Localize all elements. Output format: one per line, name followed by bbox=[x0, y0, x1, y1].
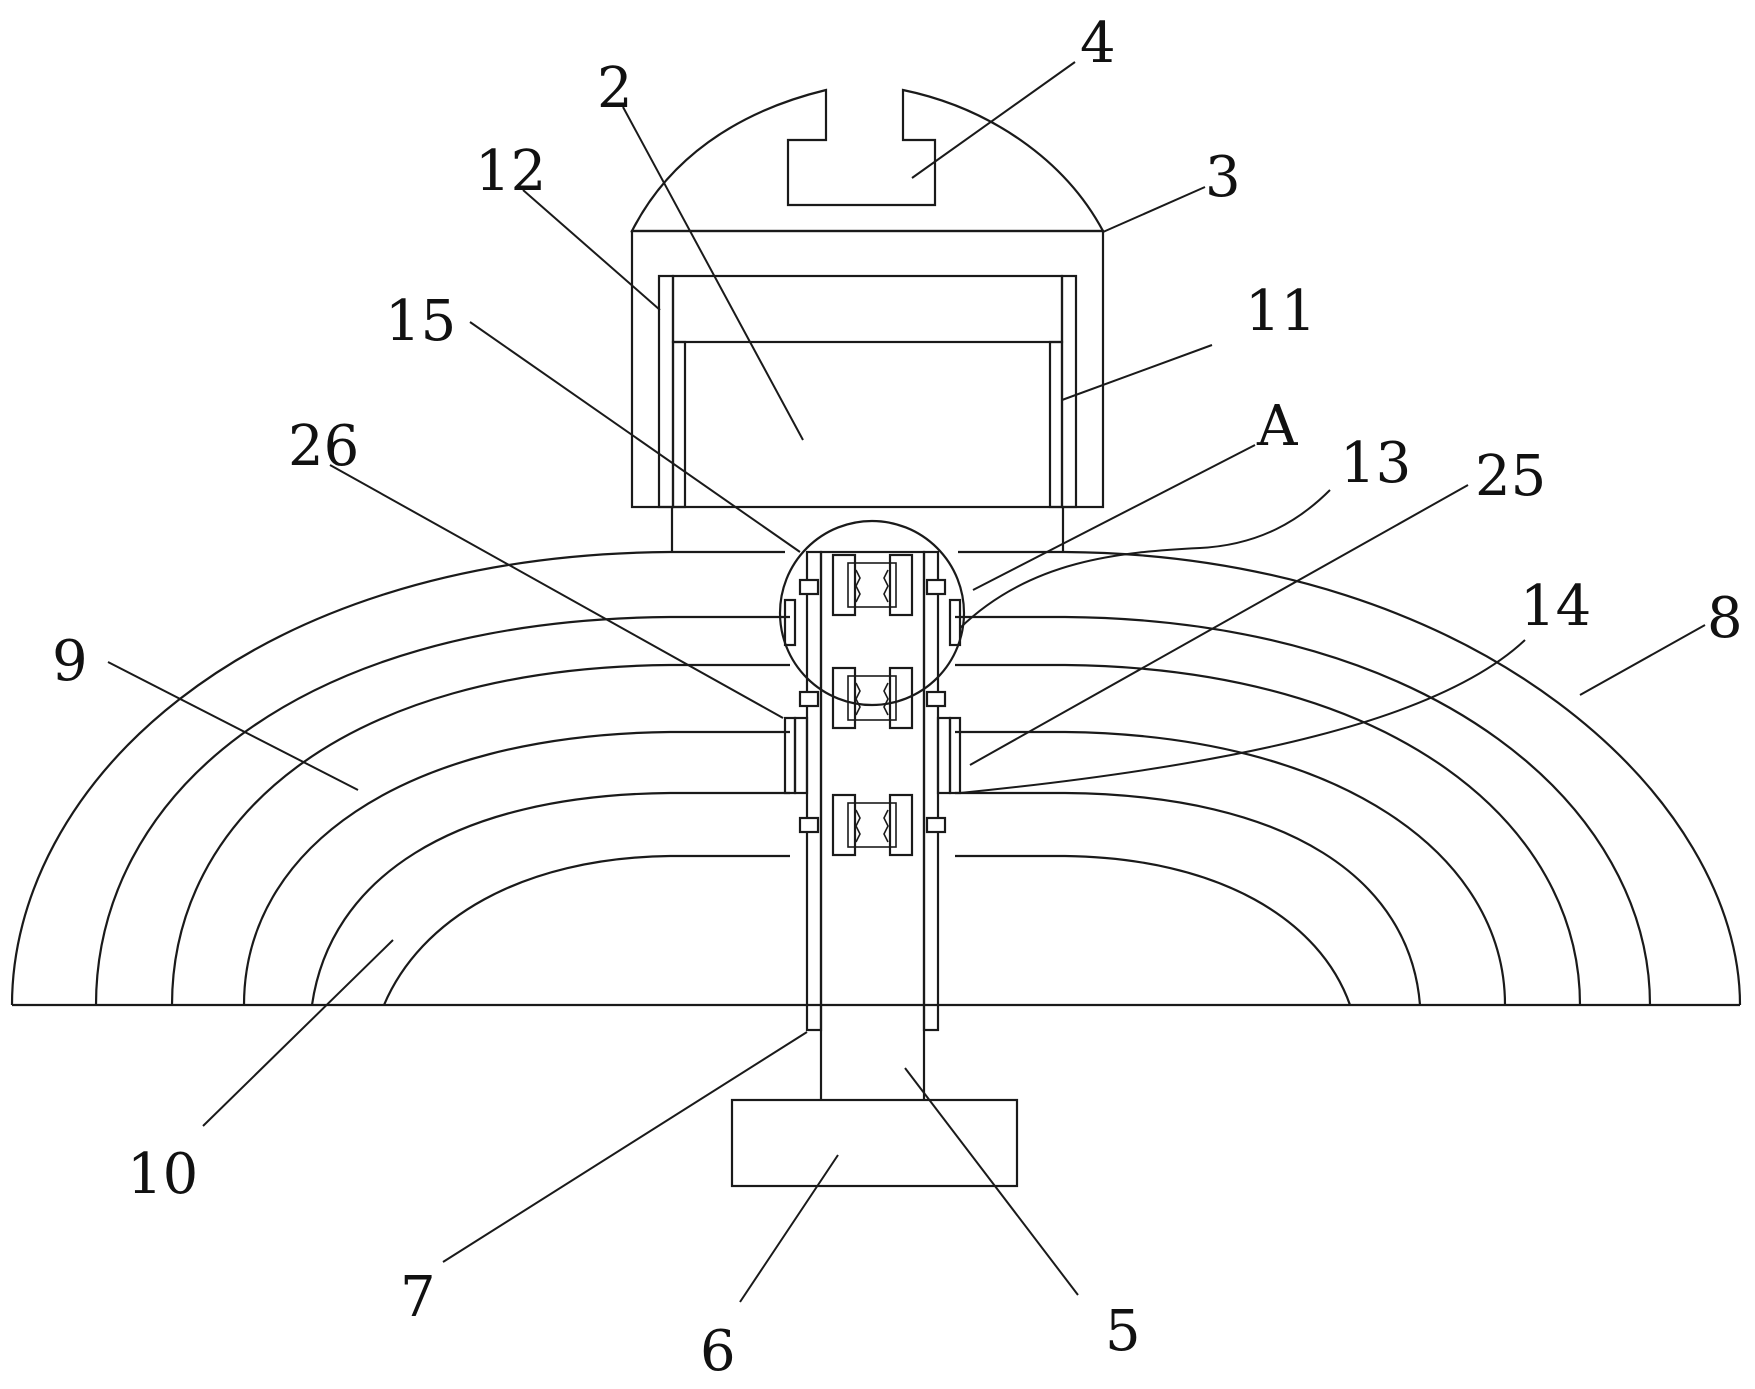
central-rod bbox=[732, 552, 1017, 1186]
shed-ring-3-left bbox=[172, 665, 670, 1005]
rod-sleeve-right bbox=[924, 552, 938, 1030]
leader-14 bbox=[960, 640, 1525, 793]
inner-liner-left bbox=[673, 342, 685, 507]
shed-ring-6-right bbox=[1065, 856, 1350, 1005]
label-13: 13 bbox=[1340, 431, 1411, 496]
bracket-right-2 bbox=[950, 718, 960, 793]
leader-25 bbox=[970, 485, 1468, 765]
rod-sleeve-left bbox=[807, 552, 821, 1030]
cap-dome bbox=[632, 90, 1103, 231]
bracket-left-1 bbox=[785, 600, 795, 645]
shed-ring-6-left bbox=[384, 856, 670, 1005]
shed-ring-5-left bbox=[312, 793, 670, 1005]
label-2: 2 bbox=[597, 56, 633, 121]
label-12: 12 bbox=[475, 139, 546, 204]
side-liner-right bbox=[1062, 276, 1076, 507]
label-14: 14 bbox=[1520, 574, 1591, 639]
leader-9 bbox=[108, 662, 358, 790]
label-11: 11 bbox=[1245, 279, 1316, 344]
bracket-right-1 bbox=[950, 600, 960, 645]
leader-12 bbox=[523, 190, 660, 310]
cap bbox=[632, 90, 1103, 552]
leader-4 bbox=[912, 62, 1075, 178]
label-a: A bbox=[1256, 394, 1298, 459]
inner-liner-right bbox=[1050, 342, 1062, 507]
label-26: 26 bbox=[288, 414, 359, 479]
side-liner-left bbox=[659, 276, 673, 507]
shed-outer-edge bbox=[12, 552, 670, 1005]
leader-11 bbox=[1062, 345, 1212, 400]
label-5: 5 bbox=[1105, 1299, 1141, 1364]
leader-15 bbox=[470, 322, 800, 552]
shed-ring-2-left bbox=[96, 617, 670, 1005]
shed-ring-5-right bbox=[1065, 793, 1420, 1005]
bracket-left-2 bbox=[785, 718, 795, 793]
label-7: 7 bbox=[400, 1265, 436, 1330]
label-9: 9 bbox=[52, 629, 88, 694]
leader-10 bbox=[203, 940, 393, 1126]
leader-26 bbox=[330, 465, 783, 718]
leader-13 bbox=[960, 490, 1330, 628]
label-25: 25 bbox=[1475, 444, 1546, 509]
shed-assembly bbox=[12, 552, 1740, 1005]
label-8: 8 bbox=[1707, 586, 1743, 651]
label-15: 15 bbox=[385, 289, 456, 354]
leader-a bbox=[973, 445, 1255, 590]
label-3: 3 bbox=[1205, 145, 1241, 210]
leader-2 bbox=[623, 107, 803, 440]
label-10: 10 bbox=[127, 1142, 198, 1207]
base-block bbox=[732, 1100, 1017, 1186]
cap-body bbox=[632, 231, 1103, 507]
label-4: 4 bbox=[1080, 11, 1116, 76]
label-6: 6 bbox=[700, 1319, 736, 1384]
leader-8 bbox=[1580, 625, 1705, 695]
leader-3 bbox=[1103, 187, 1205, 232]
shed-ring-2-right bbox=[1065, 617, 1650, 1005]
shed-ring-4-left bbox=[244, 732, 670, 1005]
